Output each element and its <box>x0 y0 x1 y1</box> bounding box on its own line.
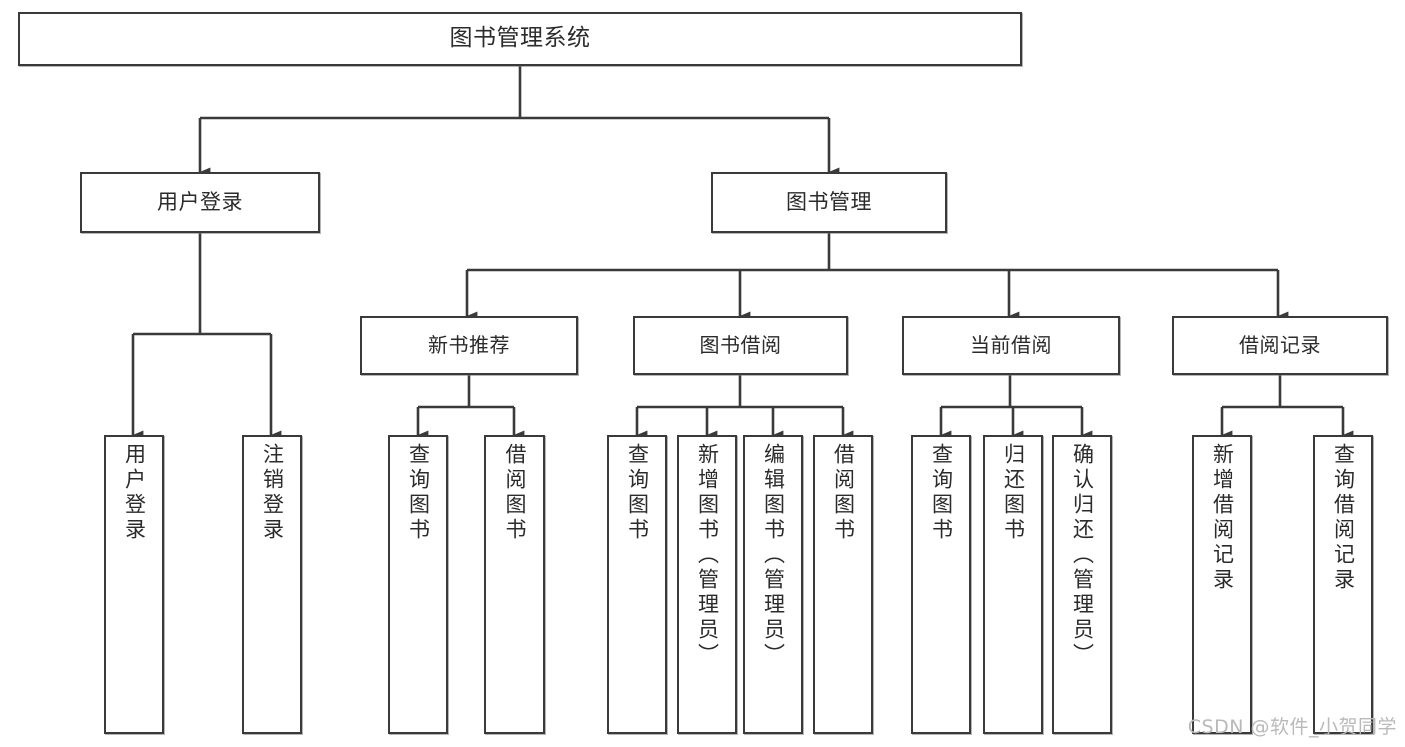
node-leaf-return-book[interactable]: 归还图书 <box>983 435 1043 734</box>
node-current-borrow-label: 当前借阅 <box>970 332 1052 357</box>
node-leaf-return-book-label: 归还图书 <box>1001 443 1026 543</box>
node-leaf-add-borrow-record-label: 新增借阅记录 <box>1210 443 1235 593</box>
node-book-borrow-label: 图书借阅 <box>699 332 782 357</box>
node-book-borrow[interactable]: 图书借阅 <box>633 316 848 375</box>
node-leaf-add-book-admin[interactable]: 新增图书（管理员） <box>677 435 737 734</box>
node-user-login-label: 用户登录 <box>157 190 243 215</box>
node-leaf-query-book-2-label: 查询图书 <box>625 443 650 543</box>
node-leaf-borrow-book-1-label: 借阅图书 <box>503 443 527 543</box>
node-leaf-add-borrow-record[interactable]: 新增借阅记录 <box>1192 435 1252 734</box>
node-book-manage[interactable]: 图书管理 <box>711 172 947 233</box>
node-leaf-query-book-3-label: 查询图书 <box>929 443 954 543</box>
node-new-book-recommend[interactable]: 新书推荐 <box>360 316 578 375</box>
node-root[interactable]: 图书管理系统 <box>18 12 1022 66</box>
node-leaf-query-book-1-label: 查询图书 <box>406 443 431 543</box>
node-leaf-query-borrow-record-label: 查询借阅记录 <box>1331 443 1356 593</box>
node-new-book-recommend-label: 新书推荐 <box>428 332 510 357</box>
node-current-borrow[interactable]: 当前借阅 <box>902 316 1120 375</box>
node-leaf-confirm-return-admin[interactable]: 确认归还（管理员） <box>1052 435 1112 734</box>
node-leaf-borrow-book-2[interactable]: 借阅图书 <box>813 435 873 734</box>
node-book-manage-label: 图书管理 <box>786 190 872 215</box>
node-leaf-query-borrow-record[interactable]: 查询借阅记录 <box>1313 435 1373 734</box>
node-leaf-user-login-label: 用户登录 <box>122 443 147 543</box>
node-leaf-borrow-book-2-label: 借阅图书 <box>831 443 856 543</box>
node-borrow-record[interactable]: 借阅记录 <box>1172 316 1388 375</box>
node-leaf-borrow-book-1[interactable]: 借阅图书 <box>484 435 545 734</box>
node-leaf-confirm-return-admin-label: 确认归还（管理员） <box>1070 443 1095 668</box>
node-leaf-logout-login[interactable]: 注销登录 <box>242 435 302 734</box>
node-leaf-query-book-3[interactable]: 查询图书 <box>911 435 971 734</box>
node-borrow-record-label: 借阅记录 <box>1239 332 1321 357</box>
node-leaf-query-book-2[interactable]: 查询图书 <box>607 435 667 734</box>
node-leaf-user-login[interactable]: 用户登录 <box>104 435 164 734</box>
node-leaf-add-book-admin-label: 新增图书（管理员） <box>695 443 720 668</box>
node-leaf-edit-book-admin[interactable]: 编辑图书（管理员） <box>743 435 803 734</box>
node-leaf-edit-book-admin-label: 编辑图书（管理员） <box>761 443 786 668</box>
node-root-label: 图书管理系统 <box>449 25 591 52</box>
node-user-login[interactable]: 用户登录 <box>80 172 320 233</box>
node-leaf-logout-login-label: 注销登录 <box>260 443 285 543</box>
node-leaf-query-book-1[interactable]: 查询图书 <box>388 435 448 734</box>
csdn-watermark: CSDN @软件_小贺同学 <box>1187 716 1397 738</box>
